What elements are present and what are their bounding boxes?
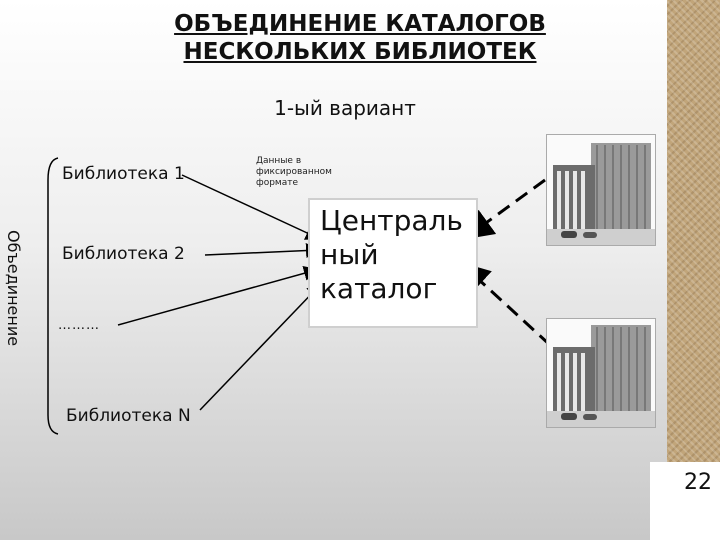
library-2-label: Библиотека 2 xyxy=(62,244,185,264)
dashed-arrow-bottom xyxy=(459,261,552,347)
library-n-label: Библиотека N xyxy=(66,406,191,426)
library-building-image-top xyxy=(546,134,656,246)
fixed-format-note: Данные в фиксированном формате xyxy=(256,156,332,188)
page-number: 22 xyxy=(684,470,712,495)
central-catalog-label: Централь ный каталог xyxy=(320,204,463,305)
union-bracket xyxy=(47,157,59,435)
slide-title: ОБЪЕДИНЕНИЕ КАТАЛОГОВ НЕСКОЛЬКИХ БИБЛИОТ… xyxy=(90,10,630,66)
arrow-library-n xyxy=(199,282,323,411)
arrow-library-1 xyxy=(181,174,321,240)
title-line-1: ОБЪЕДИНЕНИЕ КАТАЛОГОВ xyxy=(174,11,546,37)
central-catalog-box: Централь ный каталог xyxy=(308,198,478,328)
library-building-image-bottom xyxy=(546,318,656,428)
variant-label: 1-ый вариант xyxy=(274,96,416,120)
library-1-label: Библиотека 1 xyxy=(62,164,185,184)
title-line-2: НЕСКОЛЬКИХ БИБЛИОТЕК xyxy=(183,39,537,65)
page-number-box xyxy=(650,462,720,540)
arrow-dots xyxy=(117,265,319,326)
dashed-arrow-top xyxy=(463,178,546,240)
arrow-library-2 xyxy=(204,243,321,259)
library-ellipsis: ……… xyxy=(58,318,100,333)
decorative-side-bar xyxy=(667,0,720,540)
union-label: Объединение xyxy=(4,230,23,347)
